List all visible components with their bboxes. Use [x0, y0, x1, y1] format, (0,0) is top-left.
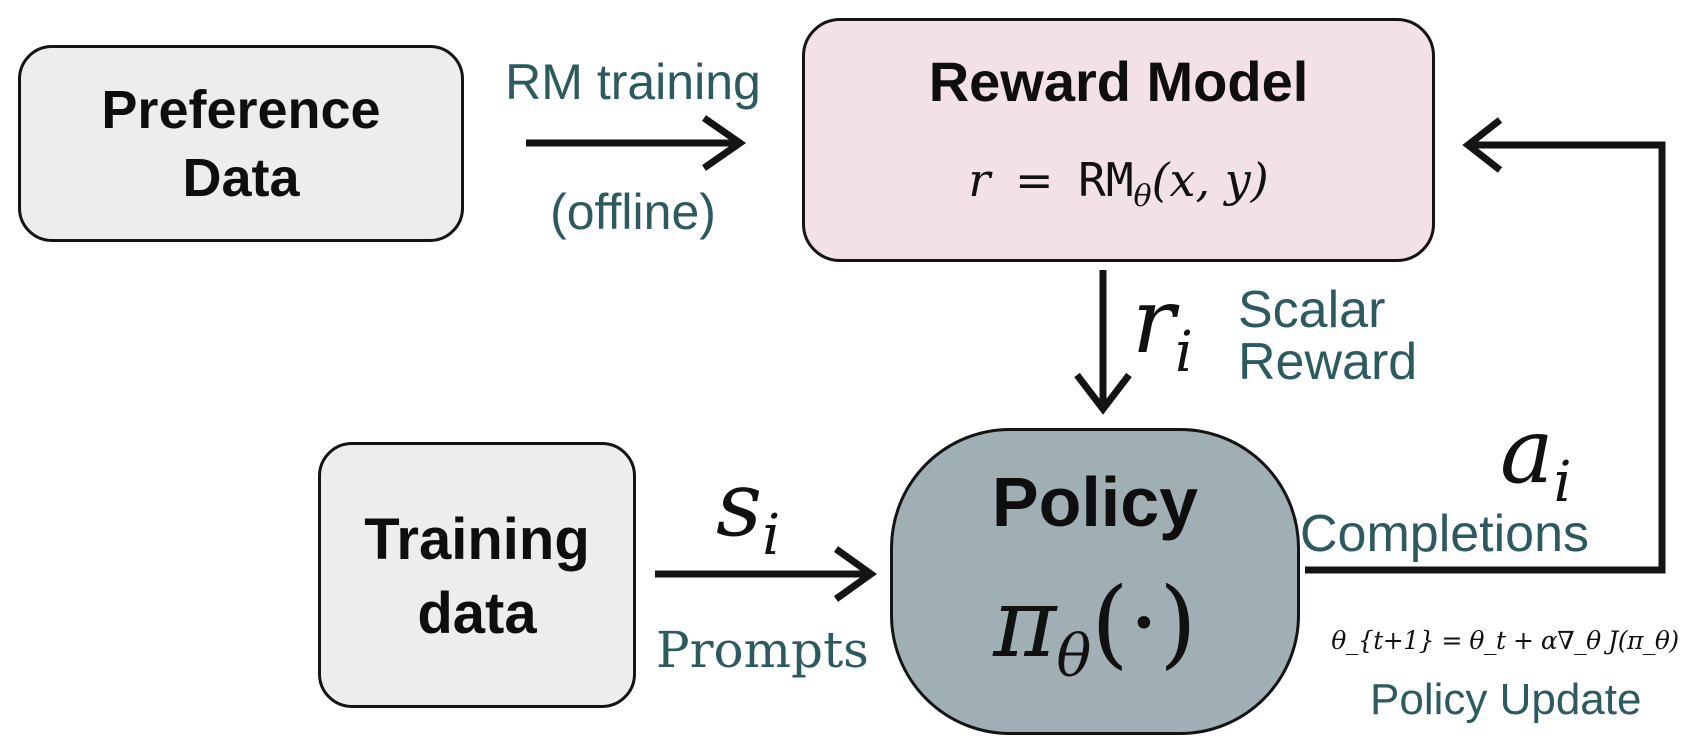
- training-data-line1: Training: [364, 507, 590, 572]
- policy-pi: π: [993, 567, 1057, 679]
- training-data-box: [318, 442, 636, 708]
- policy-symbol: πθ(·): [890, 568, 1300, 711]
- policy-arg: (·): [1091, 567, 1197, 679]
- formula-r: r: [968, 153, 991, 207]
- policy-box: [890, 428, 1300, 735]
- reward-symbol-r: r: [1132, 269, 1176, 374]
- scalar-reward-line1: Scalar: [1238, 281, 1386, 339]
- reward-model-formula: r = RMθ(x, y): [802, 150, 1435, 227]
- policy-title: Policy: [991, 463, 1199, 541]
- completions-label: Completions: [1300, 505, 1590, 563]
- reward-model-title: Reward Model: [928, 50, 1309, 113]
- formula-equals: =: [1014, 153, 1054, 207]
- scalar-reward-line2: Reward: [1238, 333, 1418, 391]
- completions-arrowhead: [1462, 117, 1503, 173]
- policy-update-label: Policy Update: [1370, 675, 1642, 724]
- completion-symbol-sub: i: [1553, 450, 1572, 515]
- formula-args: (x, y): [1151, 153, 1269, 207]
- policy-theta: θ: [1056, 622, 1092, 691]
- completions-loop: [1305, 141, 1666, 574]
- prompt-symbol: si: [716, 455, 780, 586]
- completion-symbol-a: a: [1500, 399, 1554, 504]
- preference-data-box: [18, 45, 464, 242]
- reward-arrowhead: [1074, 372, 1132, 415]
- update-formula: θ_{t+1} = θ_t + α∇_θ J(π_θ): [1331, 626, 1679, 655]
- prompts-arrowhead: [833, 546, 878, 602]
- prompts-label: Prompts: [656, 621, 869, 679]
- rm-training-offline-label: (offline): [550, 184, 716, 240]
- formula-rm: RM: [1078, 153, 1134, 207]
- prompt-symbol-s: s: [716, 452, 763, 557]
- formula-theta: θ: [1133, 179, 1152, 215]
- rm-training-label: RM training: [505, 54, 761, 110]
- scalar-reward-label: Scalar Reward: [1238, 284, 1417, 388]
- preference-data-label: Preference Data: [18, 76, 464, 212]
- rm-training-arrowhead: [702, 115, 747, 171]
- training-data-line2: data: [417, 581, 537, 646]
- reward-model-box: [802, 18, 1435, 262]
- training-data-label: Training data: [318, 503, 636, 651]
- completion-symbol: ai: [1500, 402, 1572, 533]
- reward-symbol-sub: i: [1175, 320, 1193, 385]
- preference-data-line1: Preference: [101, 80, 381, 140]
- reward-symbol: ri: [1132, 272, 1193, 403]
- prompt-symbol-sub: i: [762, 503, 781, 568]
- preference-data-line2: Data: [182, 148, 300, 208]
